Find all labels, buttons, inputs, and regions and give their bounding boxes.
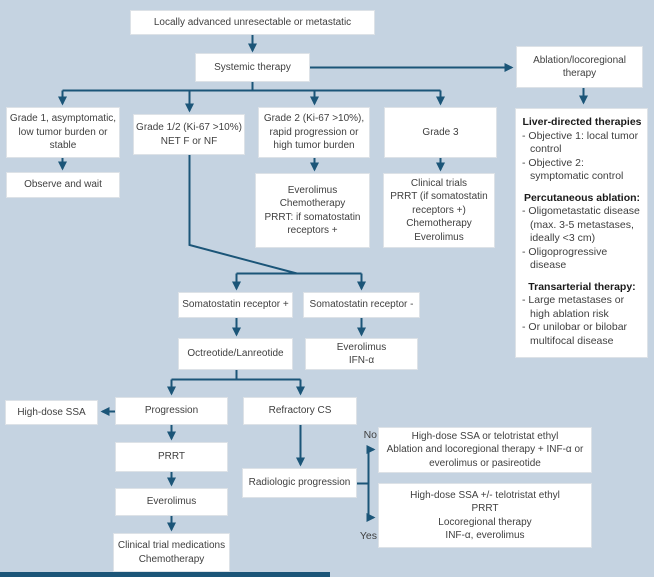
node-grade2-treatment: Everolimus Chemotherapy PRRT: if somatos… (255, 173, 370, 248)
node-grade3: Grade 3 (384, 107, 497, 158)
node-grade3-treatment: Clinical trials PRRT (if somatostatin re… (383, 173, 495, 248)
node-grade2: Grade 2 (Ki-67 >10%), rapid progression … (258, 107, 370, 158)
node-grade12: Grade 1/2 (Ki-67 >10%) NET F or NF (133, 114, 245, 155)
node-ssr-negative-treatment: Everolimus IFN-α (305, 338, 418, 370)
node-ssr-positive: Somatostatin receptor + (178, 292, 293, 318)
panel-objective-2: - Objective 2: symptomatic control (522, 156, 624, 183)
node-grade1: Grade 1, asymptomatic, low tumor burden … (6, 107, 120, 158)
node-prrt: PRRT (115, 442, 228, 472)
panel-percutaneous-title: Percutaneous ablation: (523, 191, 641, 204)
node-no-branch-treatment: High-dose SSA or telotristat ethyl Ablat… (378, 427, 592, 473)
node-observe-wait: Observe and wait (6, 172, 120, 198)
node-radiologic-progression: Radiologic progression (242, 468, 357, 498)
panel-title: Liver-directed therapies (522, 116, 642, 128)
node-locally-advanced: Locally advanced unresectable or metasta… (130, 10, 375, 35)
node-high-dose-ssa: High-dose SSA (5, 400, 98, 425)
panel-transarterial-item-1: - Large metastases or high ablation risk (522, 294, 625, 320)
node-clinical-trial-meds: Clinical trial medications Chemotherapy (113, 533, 230, 572)
node-everolimus: Everolimus (115, 488, 228, 516)
panel-percutaneous-item-2: - Oligoprogressive disease (522, 245, 608, 272)
panel-objective-1: - Objective 1: local tumor control (522, 129, 639, 156)
bottom-border-bar (0, 572, 330, 577)
label-no: No (363, 429, 377, 441)
liver-directed-therapies-panel: Liver-directed therapies - Objective 1: … (515, 108, 648, 358)
node-ablation-therapy: Ablation/locoregional therapy (516, 46, 643, 88)
node-systemic-therapy: Systemic therapy (195, 53, 310, 82)
node-yes-branch-treatment: High-dose SSA +/- telotristat ethyl PRRT… (378, 483, 592, 548)
label-yes: Yes (359, 530, 377, 542)
panel-transarterial-item-2: - Or unilobar or bilobar multifocal dise… (522, 321, 628, 347)
node-progression: Progression (115, 397, 228, 425)
panel-percutaneous-item-1: - Oligometastatic disease (max. 3-5 meta… (522, 205, 640, 244)
node-refractory-cs: Refractory CS (243, 397, 357, 425)
node-ssr-negative: Somatostatin receptor - (303, 292, 420, 318)
connector-grade12-diagonal (188, 155, 298, 275)
node-octreotide: Octreotide/Lanreotide (178, 338, 293, 370)
panel-transarterial-title: Transarterial therapy: (528, 280, 636, 293)
